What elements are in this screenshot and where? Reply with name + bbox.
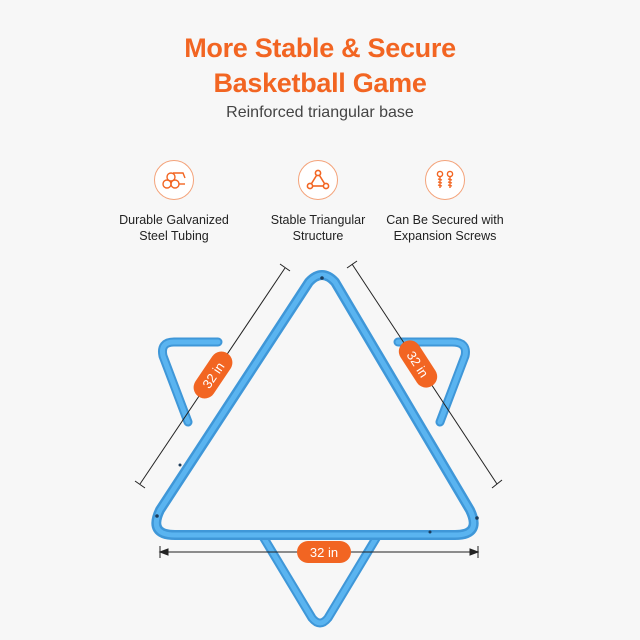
- frame-main-triangle: [151, 270, 479, 540]
- feature-label-line2: Structure: [292, 229, 344, 243]
- feature-label-line1: Stable Triangular: [270, 213, 366, 227]
- feature-steel-tubing: Durable Galvanized Steel Tubing: [99, 160, 249, 244]
- feature-label-line2: Expansion Screws: [393, 229, 497, 243]
- dimension-tag-left: 32 in: [193, 351, 233, 399]
- screws-icon: [425, 160, 465, 200]
- feature-label-line1: Can Be Secured with: [386, 213, 504, 227]
- dimension-label-bottom: 32 in: [310, 545, 338, 560]
- subtitle: Reinforced triangular base: [226, 104, 414, 121]
- feature-label-line2: Steel Tubing: [139, 229, 209, 243]
- steel-tubes-icon: [154, 160, 194, 200]
- feature-label-line1: Durable Galvanized: [119, 213, 229, 227]
- triangle-structure-icon: [298, 160, 338, 200]
- feature-expansion-screws: Can Be Secured with Expansion Screws: [370, 160, 520, 244]
- headline-line-1: More Stable & Secure: [184, 33, 456, 63]
- dimension-tag-bottom: 32 in: [297, 541, 351, 563]
- headline-line-2: Basketball Game: [213, 68, 427, 98]
- feature-triangular-structure: Stable Triangular Structure: [243, 160, 393, 244]
